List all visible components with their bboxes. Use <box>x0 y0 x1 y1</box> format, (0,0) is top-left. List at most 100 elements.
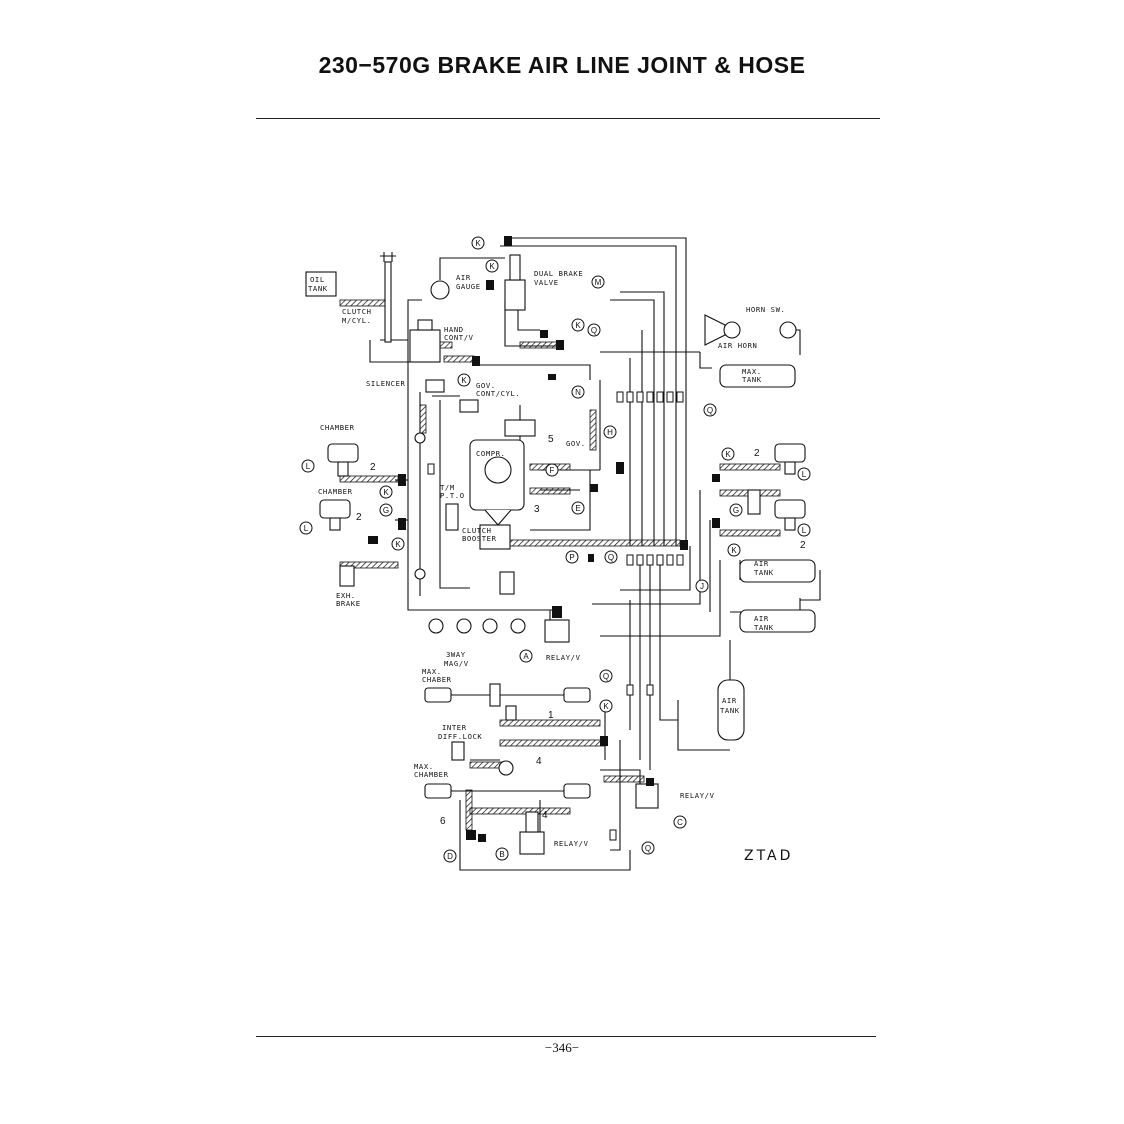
callout-circle <box>591 275 605 289</box>
callout-circle <box>727 543 741 557</box>
hose-number-2-right-2: 2 <box>800 540 806 551</box>
callout-circle <box>641 841 655 855</box>
page-number: −346− <box>544 1040 580 1055</box>
callout-circle <box>301 459 315 473</box>
label-air-gauge: AIR <box>456 273 471 282</box>
callout-k-top: K <box>471 236 485 250</box>
label-clutch-mcyl-2: M/CYL. <box>342 316 372 325</box>
callout-letter: L <box>306 462 311 471</box>
callout-circle <box>571 385 585 399</box>
hose-number-6: 6 <box>440 816 446 827</box>
hose-number-1: 1 <box>548 710 554 721</box>
header-rule <box>256 118 880 119</box>
callout-letter: K <box>475 239 481 248</box>
hose-number-2-right-1: 2 <box>754 448 760 459</box>
callout-letter: L <box>802 470 807 479</box>
callout-circle <box>604 550 618 564</box>
footer-rule <box>256 1036 876 1037</box>
callout-letter: M <box>595 278 602 287</box>
label-inter-diff-lock: INTER <box>442 723 467 732</box>
diagram-code: ZTAD <box>744 848 793 864</box>
label-exh-brake-2: BRAKE <box>336 599 361 608</box>
callout-q-mid: Q <box>604 550 618 564</box>
callout-k-gauge: K <box>485 259 499 273</box>
label-silencer: SILENCER <box>366 379 405 388</box>
callout-letter: F <box>550 466 555 475</box>
callout-b: B <box>495 847 509 861</box>
callout-q-dual: Q <box>587 323 601 337</box>
callout-letter: G <box>733 506 739 515</box>
label-chamber-1: CHAMBER <box>320 423 355 432</box>
callout-circle <box>519 649 533 663</box>
label-gov-contcyl: GOV. <box>476 381 496 390</box>
label-exh-brake: EXH. <box>336 591 356 600</box>
callout-circle <box>485 259 499 273</box>
callout-letter: K <box>575 321 581 330</box>
hose-number-4-a: 4 <box>536 756 542 767</box>
callout-letter: K <box>489 262 495 271</box>
callout-letter: E <box>575 504 580 513</box>
callout-k-gov: K <box>457 373 471 387</box>
callout-n: N <box>571 385 585 399</box>
callout-l-left1: L <box>301 459 315 473</box>
callout-k-lower: K <box>599 699 613 713</box>
callout-q-lower: Q <box>599 669 613 683</box>
label-oil-tank: OIL <box>310 275 325 284</box>
callout-k-right1: K <box>721 447 735 461</box>
callout-q-bottom: Q <box>641 841 655 855</box>
callout-letter: K <box>731 546 737 555</box>
page-title: 230−570G BRAKE AIR LINE JOINT & HOSE <box>318 52 806 78</box>
label-oil-tank-2: TANK <box>308 284 328 293</box>
callout-circle <box>471 236 485 250</box>
callout-k-dual: K <box>571 318 585 332</box>
label-air-tank-1: AIR <box>754 559 769 568</box>
callout-circle <box>797 467 811 481</box>
callout-circle <box>721 447 735 461</box>
callout-circle <box>797 523 811 537</box>
label-max-chaber: MAX. <box>422 667 442 676</box>
callout-k-right2: K <box>727 543 741 557</box>
label-relay-v-3: RELAY/V <box>554 839 589 848</box>
callout-f: F <box>545 463 559 477</box>
label-air-tank-3b: TANK <box>720 706 740 715</box>
callout-circle <box>599 699 613 713</box>
label-max-tank-2: TANK <box>742 375 762 384</box>
hose-number-2-left-2: 2 <box>356 512 362 523</box>
callout-letter: D <box>447 852 453 861</box>
callout-l-left2: L <box>299 521 313 535</box>
callout-circle <box>571 501 585 515</box>
callout-circle <box>599 669 613 683</box>
label-inter-diff-lock-2: DIFF.LOCK <box>438 732 482 741</box>
callout-circle <box>379 485 393 499</box>
callout-circle <box>587 323 601 337</box>
callout-letter: Q <box>707 406 713 415</box>
hose-number-5: 5 <box>548 434 554 445</box>
label-air-tank-3: AIR <box>722 696 737 705</box>
joint-blocks <box>368 236 720 842</box>
label-clutch-booster-2: BOOSTER <box>462 534 497 543</box>
hose-numbers: 5 3 2 2 2 2 1 4 4 6 <box>356 434 806 827</box>
callout-j: J <box>695 579 709 593</box>
callout-circle <box>545 463 559 477</box>
label-hand-contv-2: CONT/V <box>444 333 474 342</box>
callout-letter: K <box>395 540 401 549</box>
callout-letter: B <box>499 850 504 859</box>
callout-letter: K <box>461 376 467 385</box>
callout-letter: L <box>802 526 807 535</box>
callout-letter: H <box>607 428 613 437</box>
hose-number-4-b: 4 <box>542 810 548 821</box>
label-air-horn: AIR HORN <box>718 341 757 350</box>
callout-letter: Q <box>645 844 651 853</box>
callout-letter: K <box>603 702 609 711</box>
label-relay-v-2: RELAY/V <box>680 791 715 800</box>
callout-letter: A <box>523 652 529 661</box>
label-tm-pto-2: P.T.O <box>440 491 465 500</box>
label-clutch-mcyl: CLUTCH <box>342 307 372 316</box>
callout-q-right: Q <box>703 403 717 417</box>
callout-circle <box>695 579 709 593</box>
label-tm-pto: T/M <box>440 483 455 492</box>
label-air-gauge-2: GAUGE <box>456 282 481 291</box>
